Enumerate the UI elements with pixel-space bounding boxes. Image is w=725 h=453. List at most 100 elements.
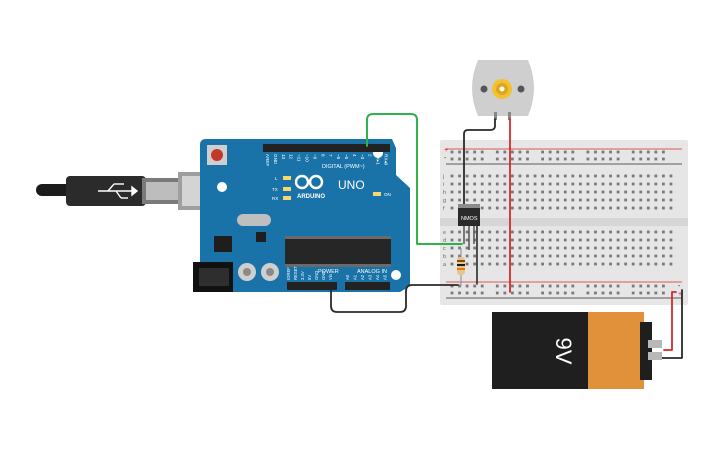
breadboard-hole xyxy=(563,198,567,202)
breadboard-hole xyxy=(511,206,514,210)
breadboard-rail-hole xyxy=(511,157,514,161)
breadboard-hole xyxy=(473,174,477,178)
breadboard-hole xyxy=(495,174,499,178)
breadboard-rail-hole xyxy=(571,150,575,154)
breadboard-hole xyxy=(518,198,522,202)
breadboard-hole xyxy=(533,254,537,258)
breadboard-hole xyxy=(578,238,582,242)
breadboard-rail-hole xyxy=(518,150,522,154)
breadboard-hole xyxy=(450,174,454,178)
breadboard-hole xyxy=(669,182,673,186)
breadboard-hole xyxy=(533,238,537,242)
breadboard-hole xyxy=(480,254,484,258)
breadboard-hole xyxy=(594,174,597,178)
breadboard-hole xyxy=(548,230,552,234)
breadboard-rail-hole xyxy=(511,284,514,288)
breadboard-hole xyxy=(639,182,643,186)
breadboard-hole xyxy=(488,238,492,242)
breadboard-hole xyxy=(465,238,469,242)
arduino-logo xyxy=(294,174,324,190)
breadboard-rail-hole xyxy=(556,284,560,288)
breadboard-rail-hole xyxy=(646,150,650,154)
power-pin-label: RESET xyxy=(293,266,298,280)
breadboard-hole xyxy=(518,230,522,234)
digital-pin-label: 2 xyxy=(368,154,373,157)
rail-plus-top: + xyxy=(444,147,448,154)
breadboard-hole xyxy=(609,246,612,250)
breadboard-hole xyxy=(624,238,628,242)
breadboard-hole xyxy=(624,182,628,186)
breadboard-hole xyxy=(586,254,590,258)
breadboard-hole xyxy=(556,254,560,258)
breadboard-rail-hole xyxy=(563,150,567,154)
breadboard-rail-hole xyxy=(556,291,560,295)
breadboard-hole xyxy=(465,190,469,194)
breadboard-hole xyxy=(518,246,522,250)
breadboard-hole xyxy=(503,206,507,210)
breadboard-hole xyxy=(578,254,582,258)
breadboard-hole xyxy=(458,246,461,250)
digital-pin-label: GND xyxy=(273,154,278,165)
breadboard-hole xyxy=(594,246,597,250)
breadboard-hole xyxy=(662,182,665,186)
breadboard-hole xyxy=(624,262,628,266)
breadboard-hole xyxy=(480,206,484,210)
breadboard-rail-hole xyxy=(495,291,499,295)
breadboard-hole xyxy=(601,190,605,194)
breadboard-hole xyxy=(616,182,620,186)
breadboard-hole xyxy=(631,190,635,194)
breadboard-rail-hole xyxy=(458,284,461,288)
breadboard-hole xyxy=(586,190,590,194)
breadboard-hole xyxy=(526,246,529,250)
breadboard-rail-hole xyxy=(480,284,484,288)
breadboard-rail-hole xyxy=(526,291,529,295)
breadboard-rail-hole xyxy=(571,291,575,295)
breadboard-hole xyxy=(563,254,567,258)
row-letter: d xyxy=(443,238,446,244)
breadboard-rail-hole xyxy=(473,291,477,295)
breadboard-rail-hole xyxy=(556,157,560,161)
breadboard-hole xyxy=(631,182,635,186)
breadboard-hole xyxy=(503,230,507,234)
wires xyxy=(330,113,683,359)
breadboard-hole xyxy=(526,206,529,210)
breadboard-hole xyxy=(465,254,469,258)
rail-minus-bottom: - xyxy=(678,283,681,290)
breadboard-rail-hole xyxy=(473,157,477,161)
breadboard-hole xyxy=(556,262,560,266)
breadboard-hole xyxy=(563,190,567,194)
breadboard-hole xyxy=(624,254,628,258)
breadboard-hole xyxy=(571,174,575,178)
breadboard-hole xyxy=(458,254,461,258)
row-letter: c xyxy=(443,246,446,252)
breadboard-rail-hole xyxy=(526,150,529,154)
breadboard-hole xyxy=(458,182,461,186)
breadboard-rail-hole xyxy=(480,150,484,154)
led-rx-label: RX xyxy=(272,196,278,201)
breadboard-hole xyxy=(601,206,605,210)
breadboard-hole xyxy=(654,206,658,210)
breadboard-hole xyxy=(480,198,484,202)
breadboard-rail-hole xyxy=(639,284,643,288)
breadboard-rail-hole xyxy=(548,157,552,161)
breadboard-hole xyxy=(495,182,499,186)
breadboard-hole xyxy=(662,238,665,242)
breadboard-rail-hole xyxy=(563,291,567,295)
power-label: POWER xyxy=(318,269,339,275)
breadboard-rail-hole xyxy=(473,284,477,288)
breadboard-hole xyxy=(458,190,461,194)
breadboard-hole xyxy=(450,190,454,194)
led-l-label: L xyxy=(275,176,278,181)
breadboard-rail-hole xyxy=(541,150,544,154)
breadboard-hole xyxy=(616,238,620,242)
analog-pin-label: A3 xyxy=(368,274,373,280)
breadboard-hole xyxy=(616,246,620,250)
breadboard-hole xyxy=(541,230,544,234)
breadboard-hole xyxy=(624,246,628,250)
breadboard-hole xyxy=(495,190,499,194)
breadboard-hole xyxy=(473,190,477,194)
breadboard-hole xyxy=(556,238,560,242)
breadboard-rail-hole xyxy=(609,150,612,154)
breadboard-hole xyxy=(631,246,635,250)
breadboard-hole xyxy=(601,182,605,186)
